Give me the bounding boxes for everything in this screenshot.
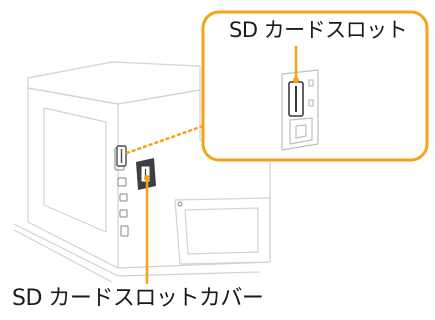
callout-box: [201, 10, 429, 162]
printer-rear-lower-frame: [174, 197, 271, 265]
sd-slot-icon: [116, 145, 127, 167]
sd-card-slot-cover-label: SD カードスロットカバー: [12, 286, 264, 311]
callout-sd-slot: [288, 81, 304, 117]
printer-top-surface: [27, 61, 201, 105]
cover-leader: [144, 175, 150, 284]
printer-left-recess: [43, 107, 107, 233]
printer-icon: [13, 61, 271, 283]
callout-leader-dot: [293, 77, 299, 83]
printer-base-rail: [13, 223, 261, 277]
dotted-connector: [125, 124, 205, 155]
sd-card-slot-label: SD カードスロット: [229, 18, 408, 42]
callout-panel-drawing: [281, 69, 319, 151]
sd-slot-callout: [201, 10, 429, 162]
